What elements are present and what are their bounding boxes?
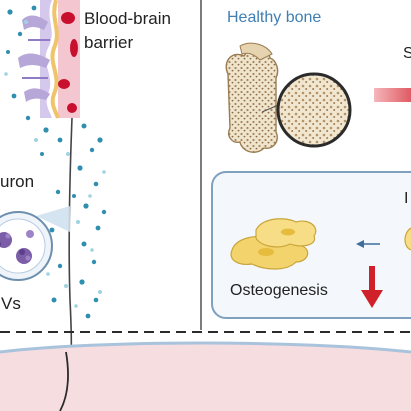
neuron-label: uron (0, 172, 35, 191)
body-surface (0, 343, 411, 411)
cut-label-mid: I (404, 190, 409, 207)
healthy-bone-label: Healthy bone (227, 9, 322, 26)
endothelial-layer (50, 0, 60, 119)
ev-cloud-light (4, 20, 106, 308)
astrocyte-foot-2 (18, 53, 50, 68)
red-blood-cell (70, 39, 78, 57)
vessel-bottom (59, 351, 69, 411)
osteogenesis-label: Osteogenesis (230, 282, 328, 299)
astrocyte-foot-3 (24, 88, 50, 102)
blood-brain-label-line2: barrier (84, 33, 134, 52)
magnifier-circle-icon (0, 206, 70, 281)
red-blood-cell (61, 12, 75, 24)
body-surface-edge (0, 341, 411, 354)
bone-magnifier (276, 72, 352, 148)
osteo-panel (211, 171, 411, 319)
blood-brain-label-line1: Blood-brain (84, 9, 171, 28)
gradient-bar (374, 88, 411, 102)
red-blood-cell (67, 103, 77, 113)
cut-label-top: S (403, 45, 411, 62)
osteoblast-cells (230, 218, 317, 270)
down-arrow-icon (361, 266, 383, 308)
red-blood-cell (58, 79, 70, 89)
evs-label: Vs (1, 294, 21, 313)
cell-edge-right (404, 227, 411, 251)
blood-brain-barrier (18, 0, 80, 119)
left-arrow-icon (356, 240, 380, 248)
ev-cloud (6, 5, 107, 319)
bone-illustration (225, 42, 279, 153)
astrocyte-foot-1 (22, 15, 48, 30)
